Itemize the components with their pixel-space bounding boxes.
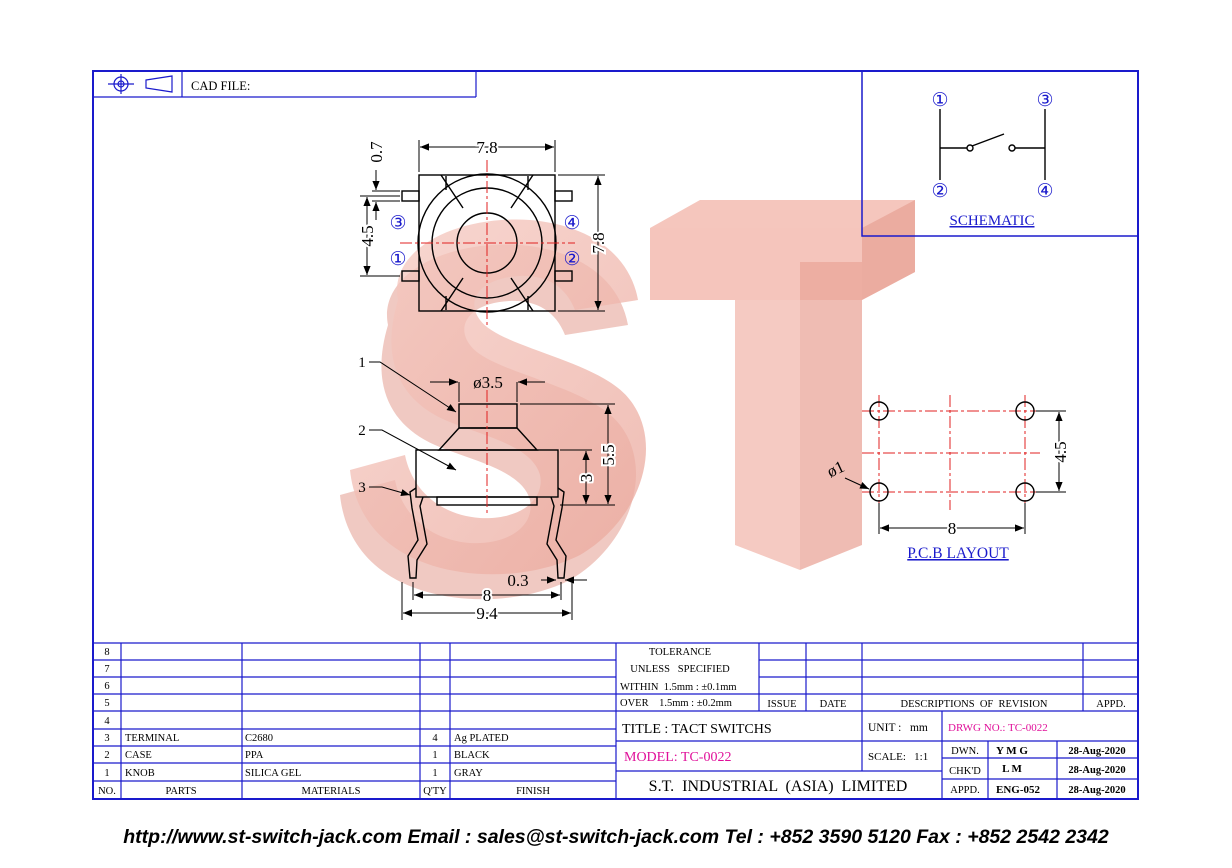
top-pin-label-4: ④ [563,213,580,234]
bom-row-qty: 1 [432,750,437,761]
dim-pin-pitch: 4.5 [358,225,377,246]
contact-footer: http://www.st-switch-jack.com Email : sa… [123,826,1109,848]
dim-total-height: 5.5 [599,444,618,465]
bom-row-no: 3 [104,733,109,744]
bom-header-finish: FINISH [516,786,550,797]
drawing-number: DRWG NO.: TC-0022 [948,722,1048,734]
rev-header-appd: APPD. [1096,699,1125,710]
revision-title-block: TOLERANCE UNLESS SPECIFIED WITHIN 1.5mm … [616,643,1138,799]
dim-pin-span: 8 [483,586,492,605]
drawing-title: TITLE : TACT SWITCHS [622,722,772,737]
schematic-pin-3: ③ [1036,90,1053,111]
bom-row-qty: 4 [432,733,438,744]
chkd-date: 28-Aug-2020 [1068,765,1125,776]
top-view: 7.8 7.8 4.5 0.7 ③ ④ ① ② [356,136,610,325]
appd-date: 28-Aug-2020 [1068,785,1125,796]
bom-rows: 8 7 6 5 4 3 TERMINAL C2680 4 Ag PLATED 2 CASE PPA 1 BL… [98,647,550,797]
model-label: MODEL: TC-0022 [624,750,731,765]
top-pin-label-2: ② [563,249,580,270]
bom-row-part: KNOB [125,768,155,779]
bom-row-qty: 1 [432,768,437,779]
bom-row-material: PPA [245,750,264,761]
bom-header-no: NO. [98,786,116,797]
pcb-layout-label: P.C.B LAYOUT [907,545,1009,562]
cad-file-header [93,71,477,98]
dim-top-width: 7.8 [476,138,497,157]
bom-row-no: 1 [104,768,109,779]
top-pin-label-3: ③ [389,213,406,234]
bom-row-finish: BLACK [454,750,490,761]
bom-row-no: 2 [104,750,109,761]
bom-row-finish: Ag PLATED [454,733,509,744]
bom-header-parts: PARTS [165,786,196,797]
callout-3: 3 [358,480,366,496]
bom-row-no: 4 [104,716,110,727]
bom-header-qty: Q'TY [423,786,447,797]
bom-row-no: 8 [104,647,109,658]
unit-label: UNIT : mm [868,722,928,734]
bom-row-no: 5 [104,698,109,709]
rev-header-desc: DESCRIPTIONS OF REVISION [900,699,1047,710]
chkd-label: CHK'D [949,766,981,777]
tolerance-line-3: WITHIN 1.5mm : ±0.1mm [620,682,737,693]
appd-value: ENG-052 [996,784,1041,796]
chkd-value: L M [1002,763,1022,775]
side-view: ø3.5 5.5 3 0.3 8 9.4 1 2 3 [358,355,620,625]
callout-1: 1 [358,355,366,371]
bom-row-no: 6 [104,681,109,692]
bom-table [93,642,1138,799]
schematic-pin-4: ④ [1036,181,1053,202]
dwn-date: 28-Aug-2020 [1068,746,1125,757]
tolerance-line-2: UNLESS SPECIFIED [630,664,730,675]
dim-body-height: 3 [577,474,596,483]
dim-lead-width: 0.3 [507,571,528,590]
schematic-pin-2: ② [931,181,948,202]
dwn-value: Y M G [996,745,1028,757]
schematic: ① ③ ② ④ SCHEMATIC [861,70,1139,237]
bom-header-materials: MATERIALS [302,786,361,797]
bom-row-part: TERMINAL [125,733,179,744]
dim-knob-dia: ø3.5 [473,373,503,392]
schematic-label: SCHEMATIC [949,213,1034,229]
dim-pcb-y: 4.5 [1051,441,1070,462]
scale-label: SCALE: 1:1 [868,751,928,763]
bom-row-part: CASE [125,750,152,761]
tolerance-line-4: OVER 1.5mm : ±0.2mm [620,698,732,709]
dwn-label: DWN. [951,746,979,757]
top-pin-label-1: ① [389,249,406,270]
bom-row-finish: GRAY [454,768,483,779]
appd-label: APPD. [950,785,979,796]
dim-hole-dia: ø1 [824,457,847,481]
tolerance-line-1: TOLERANCE [649,647,711,658]
bom-row-no: 7 [104,664,109,675]
rev-header-date: DATE [820,699,847,710]
company-name: S.T. INDUSTRIAL (ASIA) LIMITED [649,778,908,795]
dim-overall-width: 9.4 [476,604,498,623]
dim-pin-offset: 0.7 [367,141,386,163]
bom-row-material: SILICA GEL [245,768,301,779]
dim-pcb-x: 8 [948,519,957,538]
bom-row-material: C2680 [245,733,273,744]
dim-top-height: 7.8 [589,232,608,253]
rev-header-issue: ISSUE [767,699,796,710]
schematic-pin-1: ① [931,90,948,111]
callout-2: 2 [358,423,366,439]
cad-file-label: CAD FILE: [191,79,250,93]
pcb-layout: ø1 8 4.5 P.C.B LAYOUT [824,395,1072,562]
